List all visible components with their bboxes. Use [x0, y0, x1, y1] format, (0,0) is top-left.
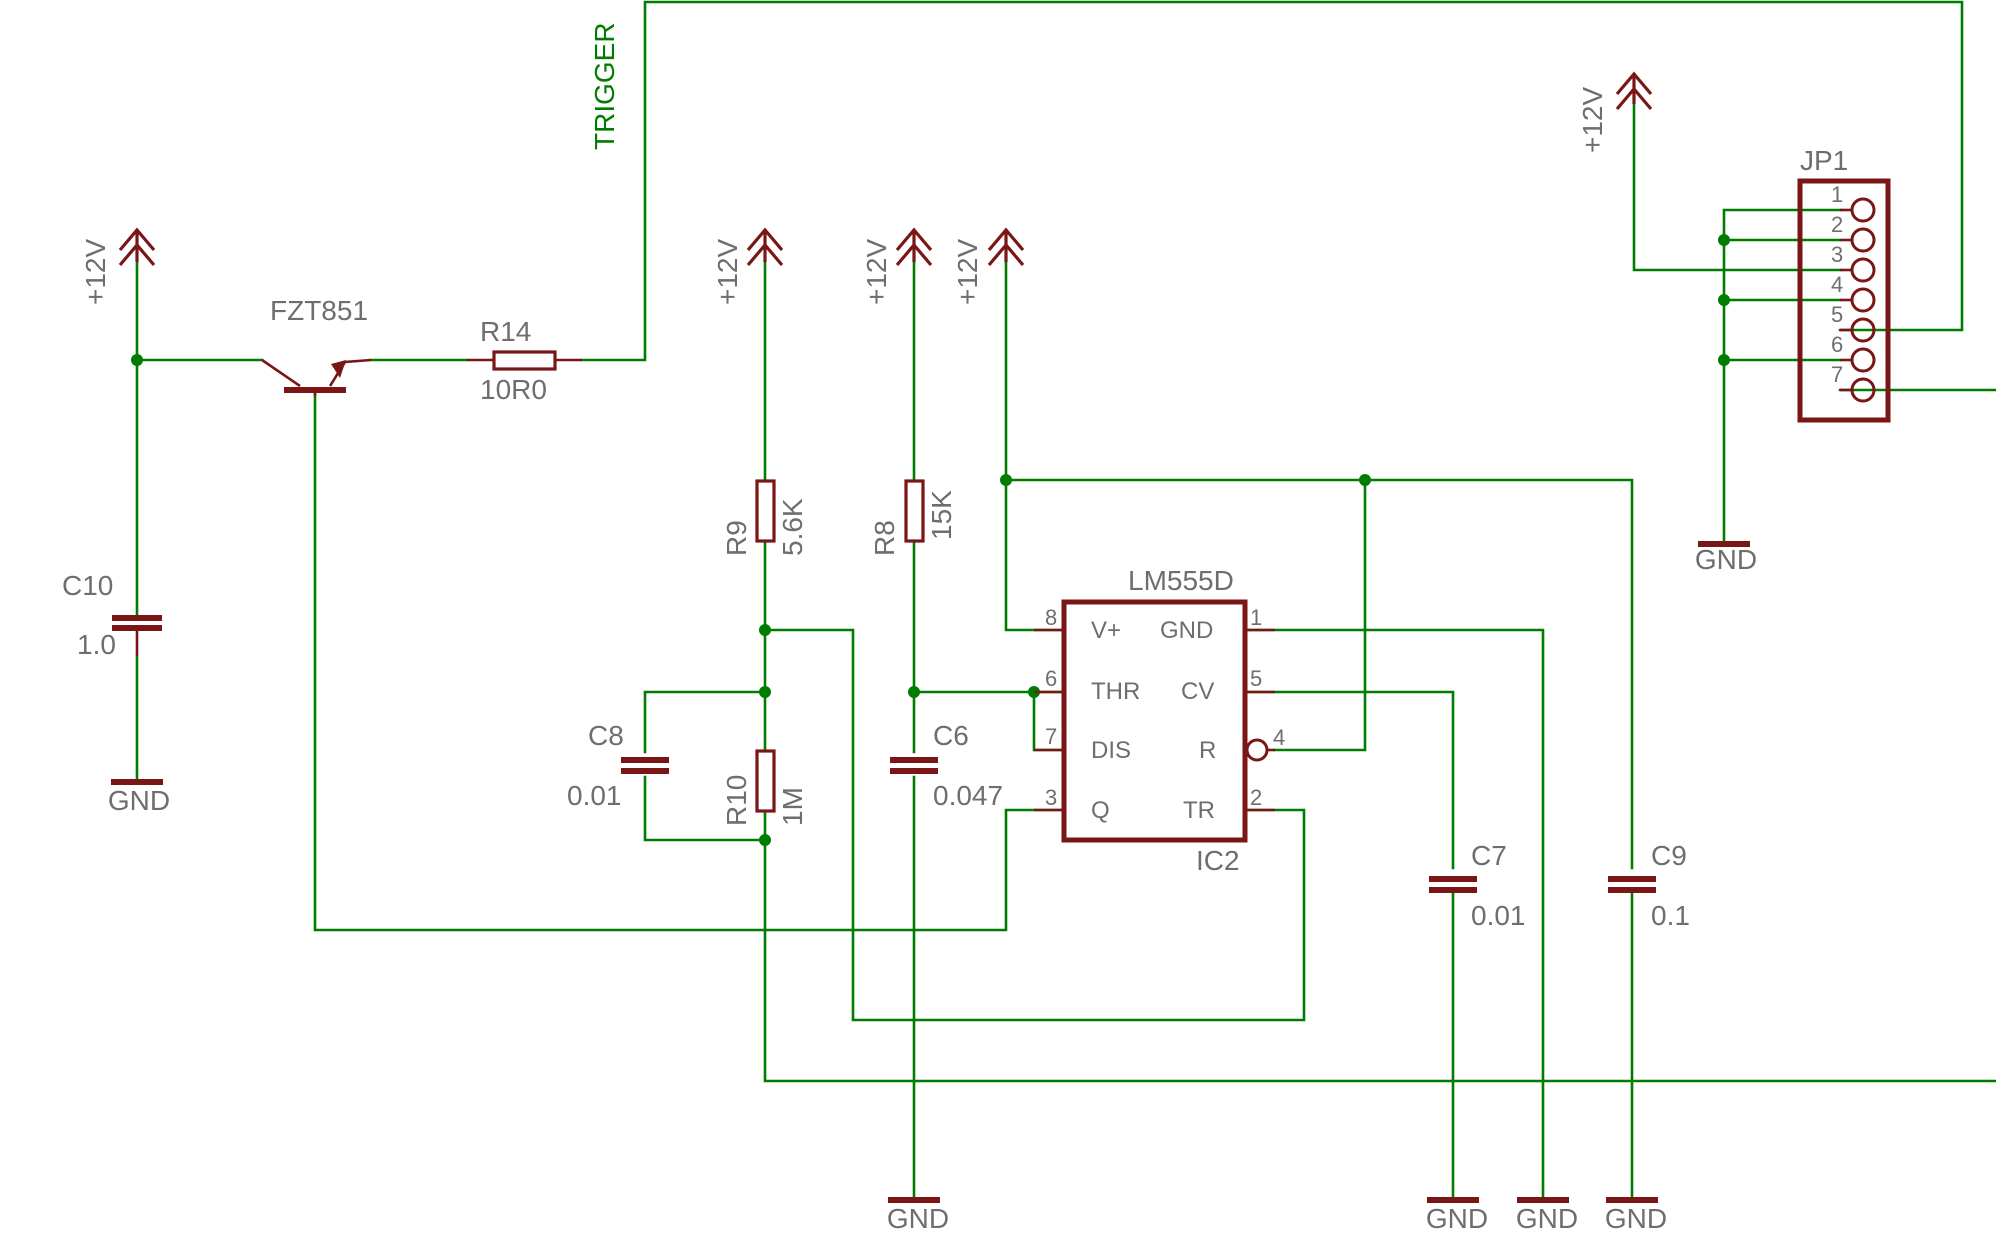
supply-12v-r8: +12V [861, 227, 933, 305]
supply-label: +12V [80, 239, 111, 305]
ground-label: GND [887, 1203, 949, 1234]
connector-pin-number: 4 [1831, 272, 1843, 297]
ic-pin-4-name: R [1199, 737, 1216, 764]
capacitor-c6-value: 0.047 [933, 780, 1003, 811]
ic-pin-5-name: CV [1181, 678, 1214, 705]
supply-12v-ic: +12V [952, 227, 1025, 305]
connector-pin: 7 [1831, 362, 1876, 403]
capacitor-c6-name: C6 [933, 720, 969, 751]
ic-pin-8-number: 8 [1045, 605, 1057, 630]
capacitor-c9-value: 0.1 [1651, 900, 1690, 931]
connector-pin: 1 [1831, 182, 1876, 223]
ground-label: GND [1695, 544, 1757, 575]
capacitor-c8-name: C8 [588, 720, 624, 751]
connector-pin-number: 1 [1831, 182, 1843, 207]
resistor-r14-name: R14 [480, 316, 531, 347]
ground-label: GND [1605, 1203, 1667, 1234]
resistor-r8-name: R8 [869, 520, 900, 556]
capacitor-c7: C7 0.01 [1429, 840, 1526, 931]
supply-12v-r9: +12V [712, 227, 784, 305]
ic-pin-2-number: 2 [1250, 785, 1262, 810]
capacitor-c9-name: C9 [1651, 840, 1687, 871]
ground-c10: GND [108, 779, 170, 816]
junctions [131, 234, 1730, 846]
connector-pin: 5 [1831, 302, 1876, 343]
resistor-r9-value: 5.6K [777, 498, 808, 556]
resistor-r10: R10 1M [721, 749, 808, 826]
ic-pin-7-name: DIS [1091, 737, 1131, 764]
ground-label: GND [1516, 1203, 1578, 1234]
ic-pin-6-number: 6 [1045, 666, 1057, 691]
supply-12v-jp1: +12V [1577, 71, 1653, 153]
ground-c7: GND [1426, 1197, 1488, 1234]
supply-label: +12V [1577, 87, 1608, 153]
resistor-r8: R8 15K [869, 479, 957, 556]
connector-pin-number: 6 [1831, 332, 1843, 357]
resistor-r9-name: R9 [721, 520, 752, 556]
connector-pin: 3 [1831, 242, 1876, 283]
ic-pin-4-number: 4 [1273, 725, 1285, 750]
ic-lm555d: LM555D IC2 8 6 7 3 V+ THR DIS Q 1 5 4 2 … [1034, 565, 1285, 876]
resistor-r14: R14 10R0 [467, 316, 582, 405]
ic-pin-1-name: GND [1160, 617, 1213, 644]
connector-jp1: JP1 1 2 3 4 5 6 [1797, 145, 1891, 423]
trigger-net-label: TRIGGER [589, 22, 620, 150]
ic-pin-5-number: 5 [1250, 666, 1262, 691]
ground-label: GND [1426, 1203, 1488, 1234]
transistor-fzt851: FZT851 [261, 295, 372, 396]
capacitor-c10-value: 1.0 [77, 629, 116, 660]
ic-pin-3-name: Q [1091, 797, 1110, 824]
capacitor-c10-name: C10 [62, 570, 113, 601]
resistor-r10-value: 1M [777, 787, 808, 826]
ic-ref: IC2 [1196, 845, 1240, 876]
resistor-r10-name: R10 [721, 775, 752, 826]
capacitor-c7-value: 0.01 [1471, 900, 1526, 931]
ground-label: GND [108, 785, 170, 816]
capacitor-c7-name: C7 [1471, 840, 1507, 871]
connector-pin: 2 [1831, 212, 1876, 253]
connector-pin: 4 [1831, 272, 1876, 313]
connector-pin-number: 2 [1831, 212, 1843, 237]
connector-pin-number: 3 [1831, 242, 1843, 267]
supply-label: +12V [712, 239, 743, 305]
resistor-r14-value: 10R0 [480, 374, 547, 405]
supply-label: +12V [952, 239, 983, 305]
ic-pin-1-number: 1 [1250, 605, 1262, 630]
capacitor-c8: C8 0.01 [567, 720, 669, 811]
resistor-r9: R9 5.6K [721, 479, 808, 556]
capacitor-c6: C6 0.047 [890, 720, 1003, 811]
ic-pin-2-name: TR [1183, 797, 1215, 824]
supply-12v-c10: +12V [80, 227, 156, 305]
ic-part-name: LM555D [1128, 565, 1234, 596]
connector-name: JP1 [1800, 145, 1848, 176]
capacitor-c10: C10 1.0 [62, 570, 162, 660]
ground-ic-gnd: GND [1516, 1197, 1578, 1234]
capacitor-c8-value: 0.01 [567, 780, 622, 811]
ground-c6: GND [887, 1197, 949, 1234]
wires [135, 0, 1996, 1200]
resistor-r8-value: 15K [926, 490, 957, 540]
ic-pin-6-name: THR [1091, 678, 1140, 705]
connector-pin-number: 7 [1831, 362, 1843, 387]
connector-pin-number: 5 [1831, 302, 1843, 327]
transistor-name: FZT851 [270, 295, 368, 326]
supply-label: +12V [861, 239, 892, 305]
ic-pin-7-number: 7 [1045, 724, 1057, 749]
capacitor-c9: C9 0.1 [1608, 840, 1690, 931]
ground-jp1: GND [1695, 541, 1757, 575]
ic-pin-3-number: 3 [1045, 785, 1057, 810]
ic-pin-8-name: V+ [1091, 617, 1121, 644]
connector-pin: 6 [1831, 332, 1876, 373]
ground-c9: GND [1605, 1197, 1667, 1234]
